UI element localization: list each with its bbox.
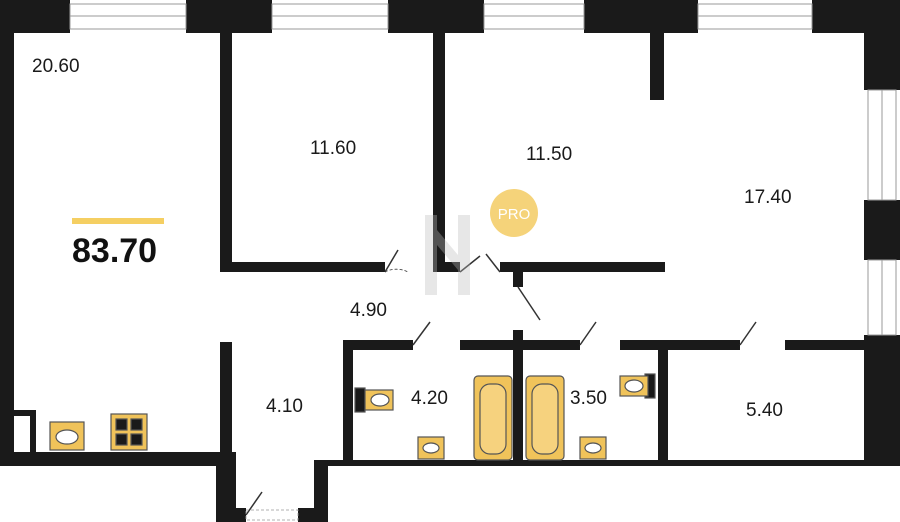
pro-badge: PRO (490, 189, 538, 237)
room-area-bedroom-3: 17.40 (744, 187, 792, 208)
stove-icon (110, 413, 148, 451)
bathtub-icon (473, 375, 513, 461)
pro-badge-text: PRO (498, 206, 531, 223)
room-area-entry: 4.10 (266, 396, 303, 417)
kitchen-sink-icon (49, 421, 85, 451)
room-area-bathroom-1: 4.20 (411, 388, 448, 409)
room-area-utility-room: 5.40 (746, 400, 783, 421)
total-area-accent-bar (72, 218, 164, 224)
toilet-icon (619, 373, 656, 399)
total-area: 83.70 (72, 232, 157, 270)
fixtures (49, 373, 656, 461)
room-area-living-room: 20.60 (32, 56, 80, 77)
basin-icon (579, 436, 607, 460)
bathtub-icon (525, 375, 565, 461)
toilet-icon (354, 387, 394, 413)
watermark-logo (425, 215, 470, 295)
doors (245, 249, 757, 521)
room-area-hallway: 4.90 (350, 300, 387, 321)
interior-walls (14, 30, 865, 465)
windows (69, 3, 897, 336)
room-area-bedroom-1: 11.60 (310, 138, 356, 159)
basin-icon (417, 436, 445, 460)
room-area-bathroom-2: 3.50 (570, 388, 607, 409)
room-area-bedroom-2: 11.50 (526, 144, 572, 165)
